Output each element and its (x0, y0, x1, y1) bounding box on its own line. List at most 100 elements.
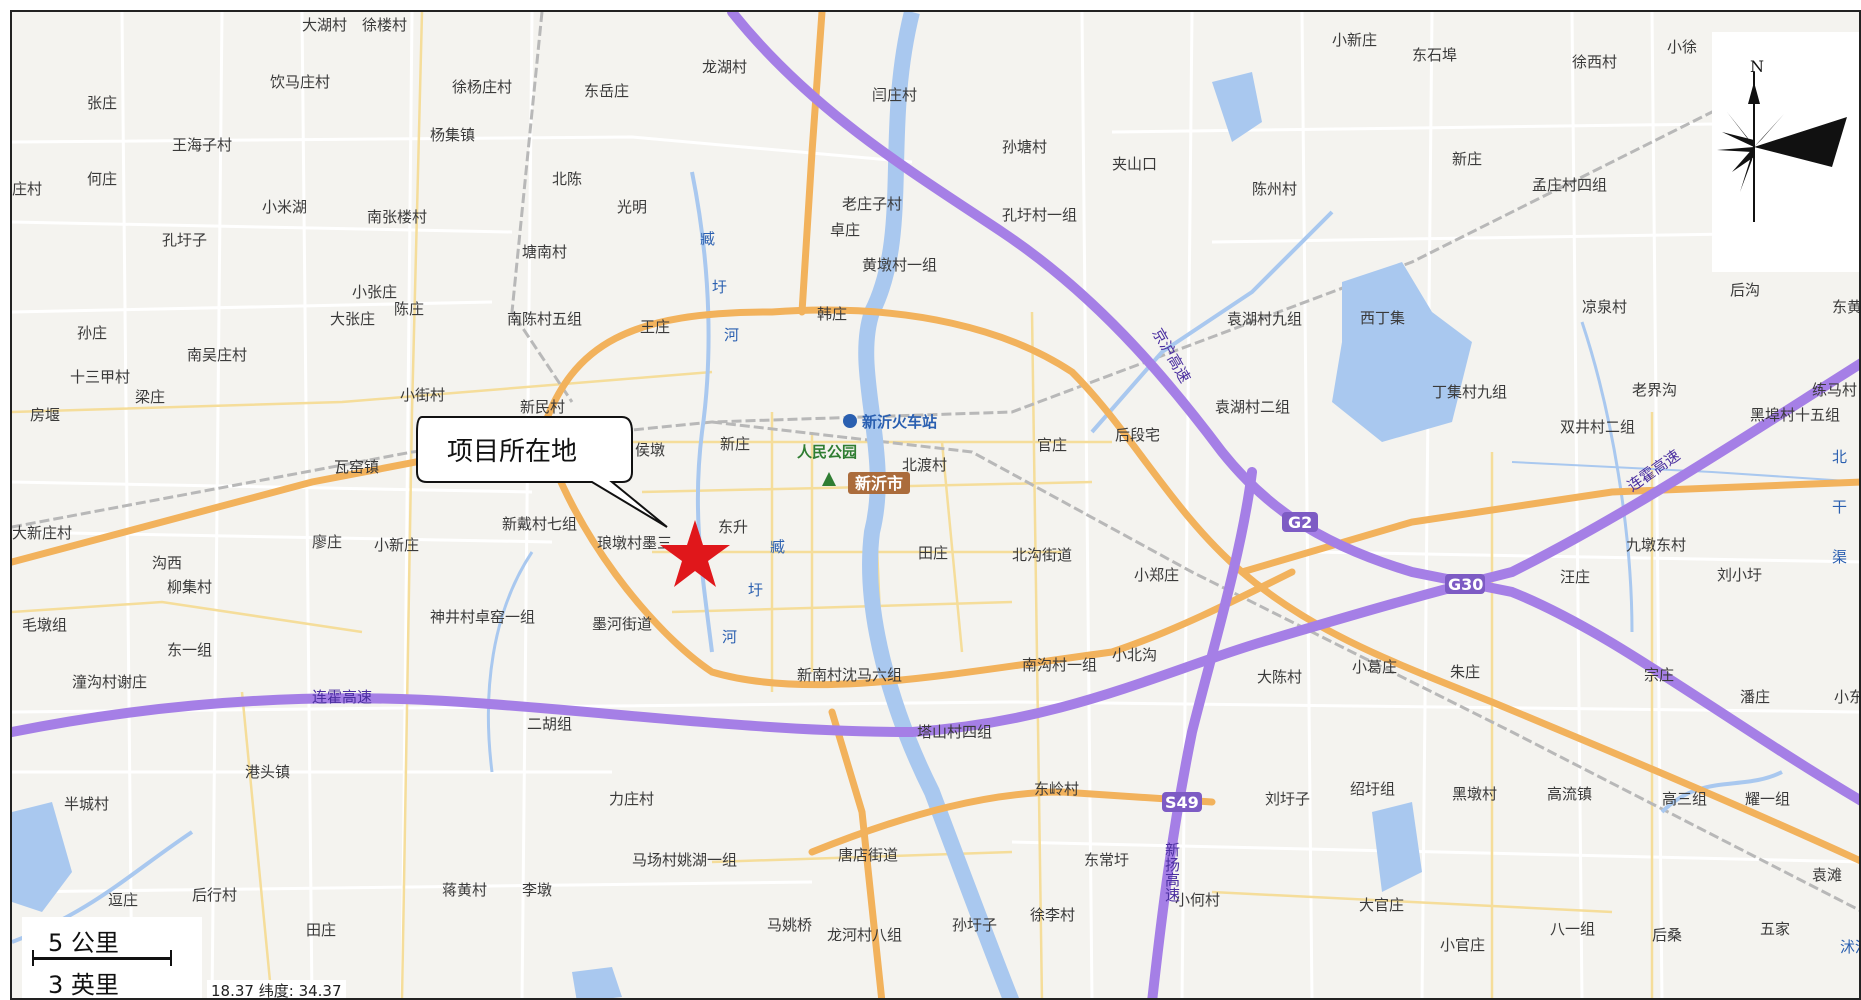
place-label: 光明 (617, 198, 647, 216)
place-label: 龙湖村 (702, 58, 747, 76)
place-label: 陈州村 (1252, 180, 1297, 198)
river-label: 圩 (748, 581, 763, 599)
place-label: 东岳庄 (584, 82, 629, 100)
place-label: 毛墩组 (22, 616, 67, 634)
place-label: 廖庄 (312, 533, 342, 551)
north-arrow-icon: N (1717, 57, 1847, 222)
place-label: 老界沟 (1632, 381, 1677, 399)
place-label: 五家 (1760, 920, 1790, 938)
scale-metric: 5 公里 (48, 929, 119, 957)
place-label: 塔山村四组 (917, 723, 992, 741)
place-label: 王海子村 (172, 136, 232, 154)
place-label: 后段宅 (1115, 426, 1160, 444)
place-label: 南张楼村 (367, 208, 427, 226)
place-label: 黑埠村十五组 (1750, 406, 1840, 424)
place-label: 新庄 (1452, 150, 1482, 168)
place-label: 耀一组 (1745, 790, 1790, 808)
place-label: 韩庄 (817, 305, 847, 323)
place-label: 南吴庄村 (187, 346, 247, 364)
expressways (12, 12, 1859, 998)
place-label: 潼沟村谢庄 (72, 673, 147, 691)
place-labels: 大湖村 徐楼村 饮马庄村 徐杨庄村 东岳庄 龙湖村 闫庄村 张庄 王海子村 杨集… (12, 16, 1859, 954)
river-label: 河 (722, 628, 737, 646)
shield-g30: G30 (1448, 575, 1483, 594)
place-label: 东常圩 (1084, 851, 1129, 869)
place-label: 孟庄村四组 (1532, 176, 1607, 194)
place-label: 柳集村 (167, 578, 212, 596)
arterial-roads (12, 12, 1859, 998)
coordinate-readout: 18.37 纬度: 34.37 (207, 980, 346, 1000)
place-label: 小新庄 (374, 536, 419, 554)
place-label: 西丁集 (1360, 309, 1405, 327)
place-label: 大官庄 (1359, 896, 1404, 914)
place-label: 孙庄 (77, 324, 107, 342)
place-label: 梁庄 (135, 388, 165, 406)
river-label: 臧 (700, 230, 715, 248)
place-label: 新民村 (520, 398, 565, 416)
place-label: 东石埠 (1412, 46, 1457, 64)
river-label: 沭河 (1840, 938, 1861, 956)
place-label: 蒋黄村 (442, 881, 487, 899)
place-label: 北渡村 (902, 456, 947, 474)
place-label: 逗庄 (108, 891, 138, 909)
scale-imperial: 3 英里 (48, 971, 119, 999)
map-canvas[interactable]: 大湖村 徐楼村 饮马庄村 徐杨庄村 东岳庄 龙湖村 闫庄村 张庄 王海子村 杨集… (10, 10, 1861, 1000)
latitude-value: 34.37 (298, 982, 342, 1000)
place-label: 杨集镇 (430, 126, 475, 144)
place-label: 练马村 (1812, 381, 1857, 399)
place-label: 李墩 (522, 881, 552, 899)
minor-roads (12, 12, 1859, 998)
compass-north-label: N (1750, 57, 1764, 76)
place-label: 八一组 (1550, 920, 1595, 938)
map-layer[interactable]: 大湖村 徐楼村 饮马庄村 徐杨庄村 东岳庄 龙湖村 闫庄村 张庄 王海子村 杨集… (12, 12, 1861, 1000)
place-label: 田庄 (918, 544, 948, 562)
highway-name-lianhuo-west: 连霍高速 (312, 688, 372, 706)
place-label: 袁湖村九组 (1227, 310, 1302, 328)
shield-s49: S49 (1165, 793, 1199, 812)
place-label: 九墩东村 (1626, 536, 1686, 554)
place-label: 卓庄 (830, 221, 860, 239)
place-label: 袁湖村二组 (1215, 398, 1290, 416)
place-label: 小官庄 (1440, 936, 1485, 954)
place-label: 徐西村 (1572, 53, 1617, 71)
highway-name-xinyang: 新扬高速 (1163, 842, 1181, 903)
place-label: 饮马庄村 (270, 73, 330, 91)
callout-balloon (416, 416, 668, 528)
place-label: 小徐 (1667, 38, 1697, 56)
station-label: 新沂火车站 (862, 413, 937, 431)
place-label: 潘庄 (1740, 688, 1770, 706)
place-label: 东升 (718, 518, 748, 536)
place-label: 小北沟 (1112, 646, 1157, 664)
place-label: 瓦窑镇 (334, 458, 379, 476)
place-label: 何庄 (87, 170, 117, 188)
river-label: 渠 (1832, 548, 1847, 566)
place-label: 小新庄 (1332, 31, 1377, 49)
place-label: 大湖村 (302, 16, 347, 34)
place-label: 孙圩子 (952, 916, 997, 934)
place-label: 龙河村八组 (827, 926, 902, 944)
place-label: 田庄 (306, 921, 336, 939)
compass-panel: N (1712, 32, 1859, 272)
place-label: 徐楼村 (362, 16, 407, 34)
place-label: 房堰 (30, 406, 60, 424)
place-label: 陈庄 (394, 300, 424, 318)
poi-city[interactable]: 新沂市 (848, 472, 910, 494)
place-label: 刘小圩 (1717, 566, 1762, 584)
place-label: 黑墩村 (1452, 785, 1497, 803)
river-label: 干 (1832, 498, 1847, 516)
scale-bar: 5 公里 3 英里 (22, 917, 202, 999)
longitude-value: 18.37 (211, 982, 254, 1000)
place-label: 二胡组 (527, 715, 572, 733)
poi-station[interactable]: 新沂火车站 (843, 413, 937, 431)
place-label: 塘南村 (522, 243, 567, 261)
poi-park[interactable]: 人民公园 (797, 443, 857, 486)
project-star-marker[interactable] (660, 520, 730, 587)
highway-shields (1162, 512, 1485, 812)
place-label: 闫庄村 (872, 86, 917, 104)
project-callout: 项目所在地 (416, 416, 668, 528)
place-label: 小米湖 (262, 198, 307, 216)
latitude-label: 纬度: (258, 982, 294, 1000)
place-label: 大新庄村 (12, 524, 72, 542)
place-label: 东一组 (167, 641, 212, 659)
callout-label: 项目所在地 (447, 437, 577, 467)
